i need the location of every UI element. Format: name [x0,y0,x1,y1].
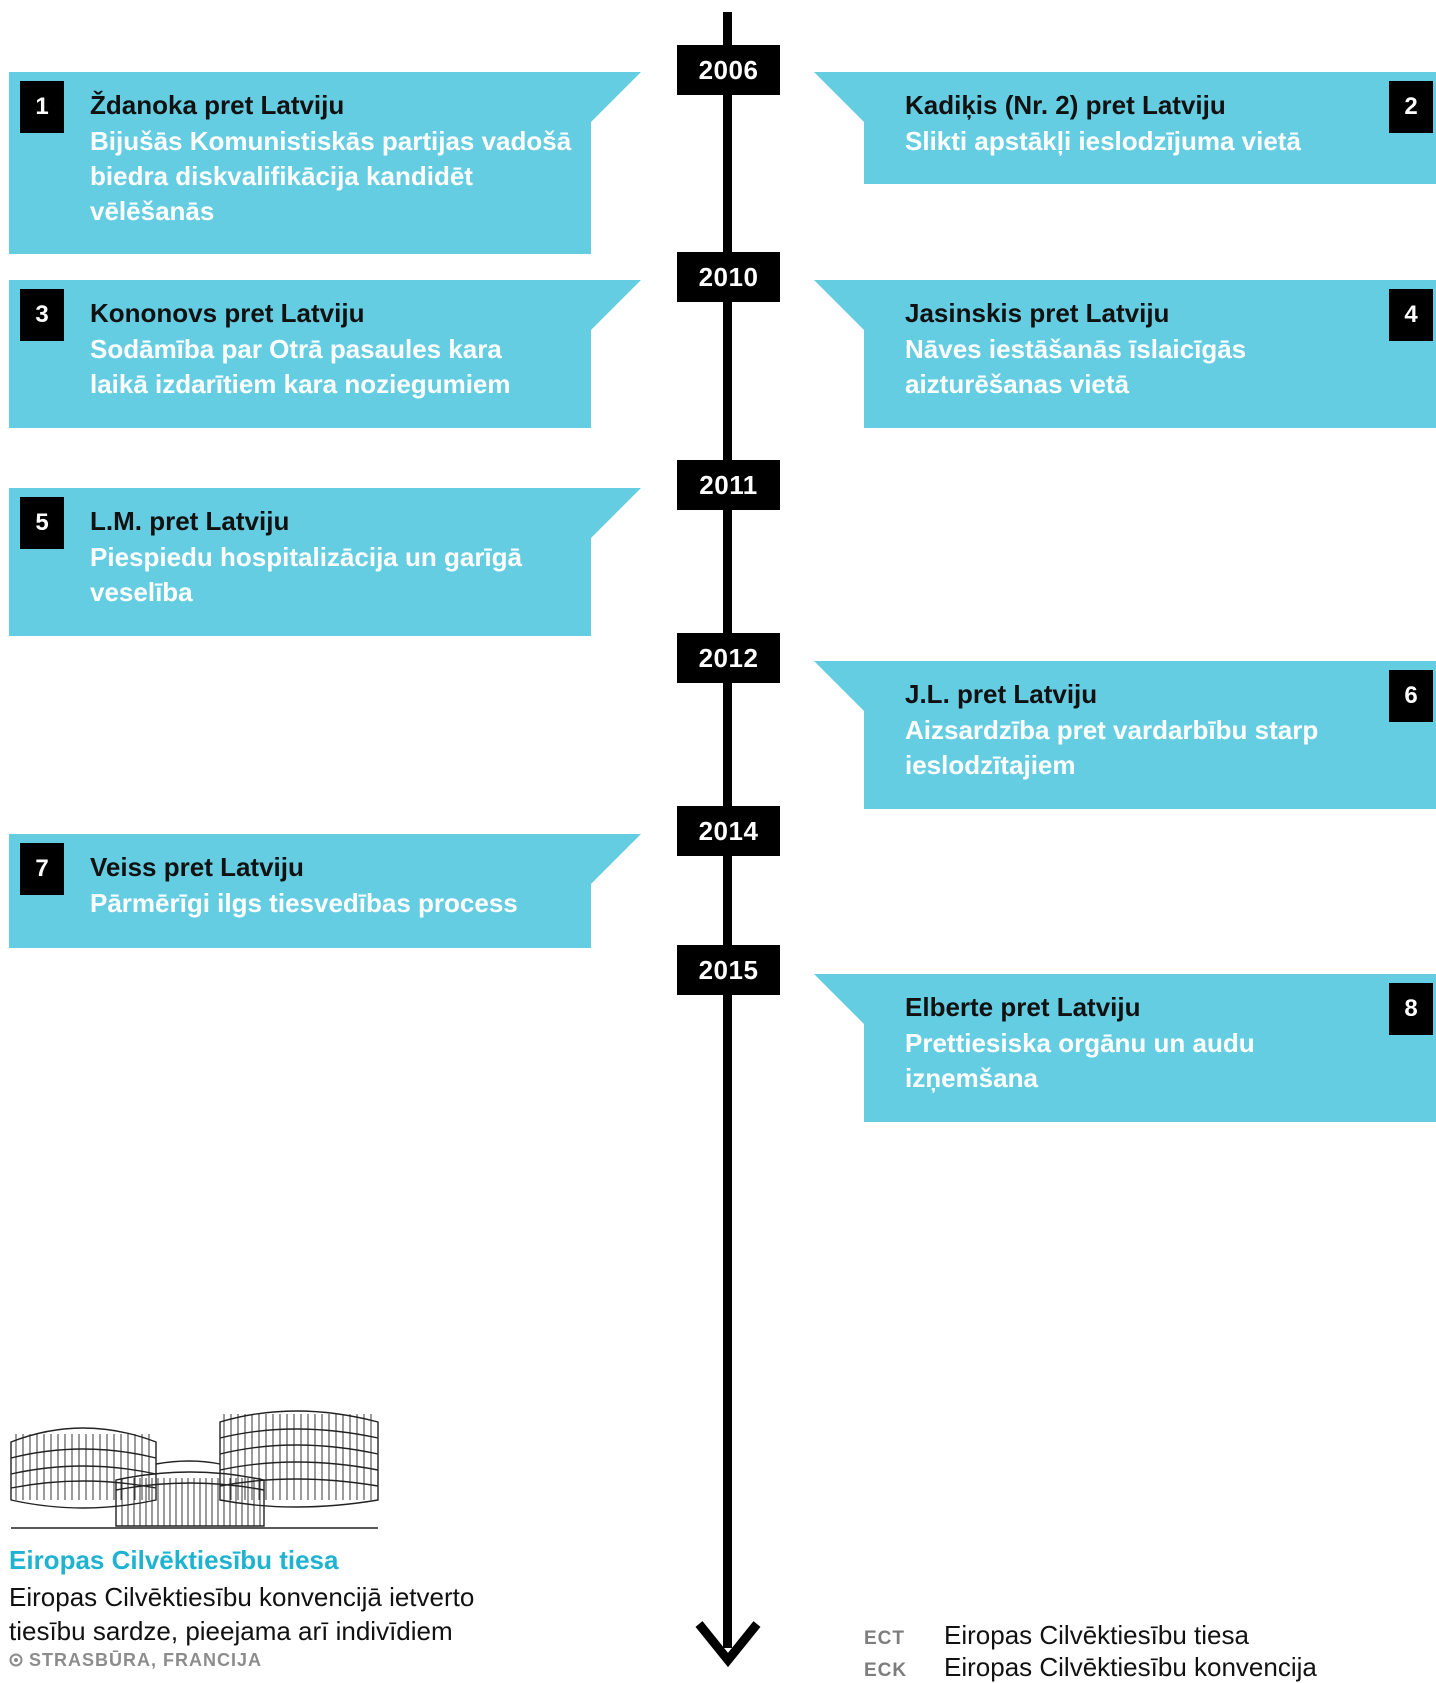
abbreviation-row: ECK Eiropas Cilvēktiesību konvencija [864,1652,1317,1683]
case-subtitle: Pārmērīgi ilgs tiesvedības process [90,888,518,918]
case-number-badge: 3 [20,289,64,341]
abbreviation-meaning: Eiropas Cilvēktiesību tiesa [944,1620,1249,1650]
case-number-badge: 6 [1389,670,1433,722]
case-number-badge: 7 [20,843,64,895]
case-number-badge: 2 [1389,81,1433,133]
case-title: L.M. pret Latviju [90,506,290,536]
timeline-arrow-icon [695,1621,761,1668]
case-title: Veiss pret Latviju [90,852,304,882]
case-card-2: 2 Kadiķis (Nr. 2) pret Latviju Slikti ap… [814,72,1436,184]
case-title: Ždanoka pret Latviju [90,90,345,120]
case-number-badge: 4 [1389,289,1433,341]
year-label-2010: 2010 [677,252,780,302]
case-subtitle: Piespiedu hospitalizācija un garīgā vese… [90,542,522,607]
year-label-2015: 2015 [677,945,780,995]
abbreviation-code: ECK [864,1660,908,1681]
case-number-badge: 8 [1389,983,1433,1035]
court-location: STRASBŪRA, FRANCIJA [9,1650,262,1671]
case-subtitle: Aizsardzība pret vardarbību starp ieslod… [905,715,1319,780]
case-title: J.L. pret Latviju [905,679,1098,709]
court-building-illustration [10,1410,379,1529]
court-description: Eiropas Cilvēktiesību konvencijā ietvert… [9,1582,475,1646]
case-card-8: 8 Elberte pret Latviju Prettiesiska orgā… [814,974,1436,1122]
case-title: Jasinskis pret Latviju [905,298,1170,328]
case-subtitle: Prettiesiska orgānu un audu izņemšana [905,1028,1255,1093]
case-subtitle: Slikti apstākļi ieslodzījuma vietā [905,126,1301,156]
year-label-2006: 2006 [677,45,780,95]
year-label-2012: 2012 [677,633,780,683]
case-title: Elberte pret Latviju [905,992,1141,1022]
case-subtitle: Bijušās Komunistiskās partijas vadošā bi… [90,126,572,226]
abbreviation-row: ECT Eiropas Cilvēktiesību tiesa [864,1620,1249,1651]
year-label-2011: 2011 [677,460,780,510]
case-number-badge: 1 [20,81,64,133]
court-name: Eiropas Cilvēktiesību tiesa [9,1545,339,1575]
case-card-7: 7 Veiss pret Latviju Pārmērīgi ilgs ties… [9,834,641,948]
case-card-3: 3 Kononovs pret Latviju Sodāmība par Otr… [9,280,641,428]
case-number-badge: 5 [20,497,64,549]
case-card-4: 4 Jasinskis pret Latviju Nāves iestāšanā… [814,280,1436,428]
year-label-2014: 2014 [677,806,780,856]
case-card-5: 5 L.M. pret Latviju Piespiedu hospitaliz… [9,488,641,636]
court-location-text: STRASBŪRA, FRANCIJA [29,1650,263,1670]
case-subtitle: Sodāmība par Otrā pasaules kara laikā iz… [90,334,511,399]
case-card-6: 6 J.L. pret Latviju Aizsardzība pret var… [814,661,1436,809]
location-pin-icon [9,1653,23,1667]
case-card-1: 1 Ždanoka pret Latviju Bijušās Komunisti… [9,72,641,254]
case-title: Kononovs pret Latviju [90,298,365,328]
case-title: Kadiķis (Nr. 2) pret Latviju [905,90,1226,120]
abbreviation-meaning: Eiropas Cilvēktiesību konvencija [944,1652,1317,1682]
abbreviation-code: ECT [864,1628,905,1649]
case-subtitle: Nāves iestāšanās īslaicīgās aizturēšanas… [905,334,1247,399]
